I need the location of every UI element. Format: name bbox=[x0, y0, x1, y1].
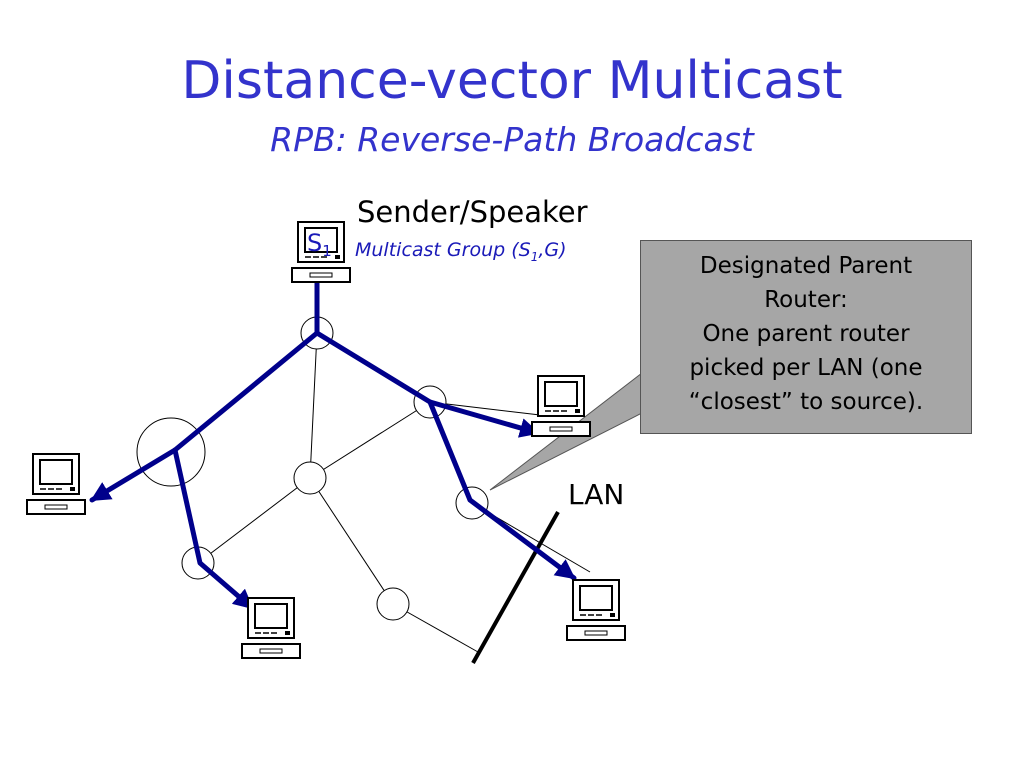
host-bottom-left bbox=[241, 597, 301, 659]
sender-label: Sender/Speaker bbox=[357, 195, 588, 229]
group-label: Multicast Group (S1,G) bbox=[355, 239, 567, 264]
routers bbox=[136, 316, 489, 621]
broadcast-tree bbox=[89, 280, 577, 611]
slide-title: Distance-vector Multicast bbox=[181, 51, 843, 111]
router-center bbox=[293, 461, 327, 495]
router-bottom bbox=[376, 587, 410, 621]
lan-segment bbox=[471, 511, 560, 664]
callout-box: Designated Parent Router: One parent rou… bbox=[640, 240, 972, 434]
host-right bbox=[531, 375, 591, 437]
source-host-label: S1 bbox=[307, 229, 332, 260]
host-left bbox=[26, 453, 86, 515]
host-lan bbox=[566, 579, 626, 641]
slide-subtitle: RPB: Reverse-Path Broadcast bbox=[270, 120, 754, 159]
lan-label: LAN bbox=[568, 478, 625, 511]
callout-text: Designated Parent Router: One parent rou… bbox=[688, 253, 924, 415]
